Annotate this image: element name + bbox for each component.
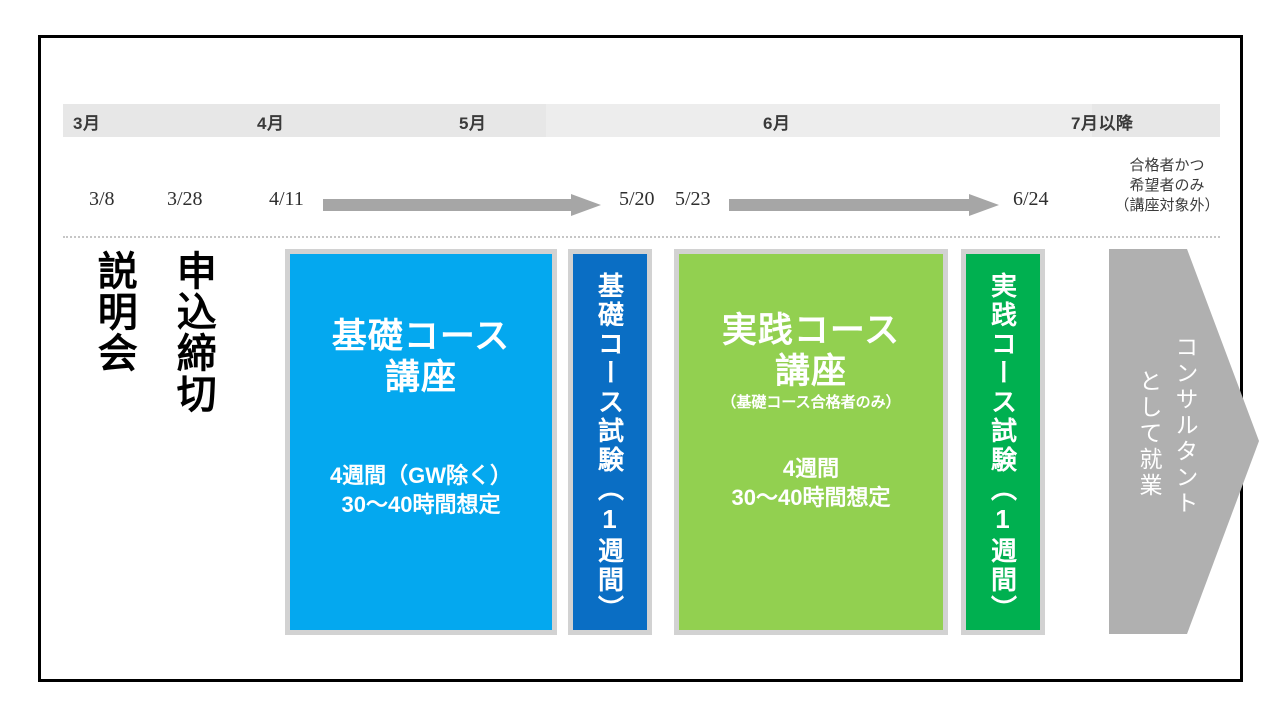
basic-course-meta-line-1: 4週間（GW除く） <box>329 462 513 488</box>
practical-course-title: 実践コース 講座 （基礎コース合格者のみ） <box>721 310 900 412</box>
date-label-6-24: 6/24 <box>1013 188 1049 210</box>
month-label-may: 5月 <box>459 114 487 133</box>
slide-frame: 3月 4月 5月 6月 7月以降 3/8 3/28 4/11 5/20 5/23… <box>38 35 1259 682</box>
basic-course-title: 基礎コース 講座 <box>332 316 510 399</box>
phase-card-basic-exam[interactable]: 基礎コース試験（1週間） <box>568 249 652 635</box>
outcome-arrow-text: コンサルタント として就業 <box>1115 335 1219 517</box>
date-label-4-11: 4/11 <box>269 188 304 210</box>
practical-course-note: （基礎コース合格者のみ） <box>721 393 901 411</box>
date-label-5-23: 5/23 <box>675 188 711 210</box>
practical-course-meta-line-1: 4週間 <box>782 455 840 481</box>
eligibility-note-line-1: 合格者かつ <box>1129 157 1205 174</box>
practical-exam-label: 実践コース試験（1週間） <box>987 272 1018 624</box>
date-label-3-28: 3/28 <box>167 188 203 210</box>
month-label-april: 4月 <box>257 114 285 133</box>
eligibility-note-line-2: 希望者のみ <box>1129 176 1205 194</box>
section-divider <box>63 236 1220 238</box>
practical-course-meta-line-2: 30〜40時間想定 <box>731 484 891 510</box>
month-label-july-onward: 7月以降 <box>1071 114 1134 133</box>
basic-course-meta: 4週間（GW除く） 30〜40時間想定 <box>330 461 512 519</box>
practical-course-title-line-1: 実践コース <box>721 311 901 350</box>
month-label-june: 6月 <box>763 114 791 133</box>
month-segment-1 <box>63 104 263 137</box>
eligibility-note: 合格者かつ 希望者のみ （講座対象外） <box>1087 156 1247 215</box>
phase-row: 説明会 申込締切 基礎コース 講座 4週間（GW除く） 30〜40時間想定 基礎… <box>41 38 1259 679</box>
basic-course-title-line-2: 講座 <box>384 358 457 398</box>
milestone-briefing-label: 説明会 <box>91 250 136 373</box>
date-label-3-8: 3/8 <box>89 188 115 210</box>
phase-card-practical-exam[interactable]: 実践コース試験（1週間） <box>961 249 1045 635</box>
month-header-band: 3月 4月 5月 6月 7月以降 <box>63 104 1220 137</box>
progress-arrow-practical <box>729 194 999 216</box>
month-segment-4 <box>1092 104 1220 137</box>
eligibility-note-line-3: （講座対象外） <box>1114 196 1220 214</box>
outcome-arrow-employment[interactable]: コンサルタント として就業 <box>1109 249 1259 634</box>
outcome-text-column-b: として就業 <box>1136 369 1162 499</box>
date-label-5-20: 5/20 <box>619 188 655 210</box>
month-segment-3 <box>546 104 1092 137</box>
basic-exam-label: 基礎コース試験（1週間） <box>594 272 625 624</box>
milestone-application-deadline-label: 申込締切 <box>170 250 215 414</box>
month-segment-2 <box>263 104 546 137</box>
phase-card-practical-course[interactable]: 実践コース 講座 （基礎コース合格者のみ） 4週間 30〜40時間想定 <box>674 249 948 635</box>
outcome-text-column-a: コンサルタント <box>1172 335 1198 517</box>
progress-arrow-basic <box>323 194 601 216</box>
practical-course-title-line-2: 講座 <box>774 352 847 392</box>
basic-course-meta-line-2: 30〜40時間想定 <box>341 491 501 517</box>
basic-course-title-line-1: 基礎コース <box>331 317 511 356</box>
practical-course-meta: 4週間 30〜40時間想定 <box>732 454 891 512</box>
month-label-march: 3月 <box>73 114 101 133</box>
date-row: 3/8 3/28 4/11 5/20 5/23 6/24 <box>41 168 1240 228</box>
outcome-arrow-shape <box>1109 249 1259 634</box>
phase-card-basic-course[interactable]: 基礎コース 講座 4週間（GW除く） 30〜40時間想定 <box>285 249 557 635</box>
